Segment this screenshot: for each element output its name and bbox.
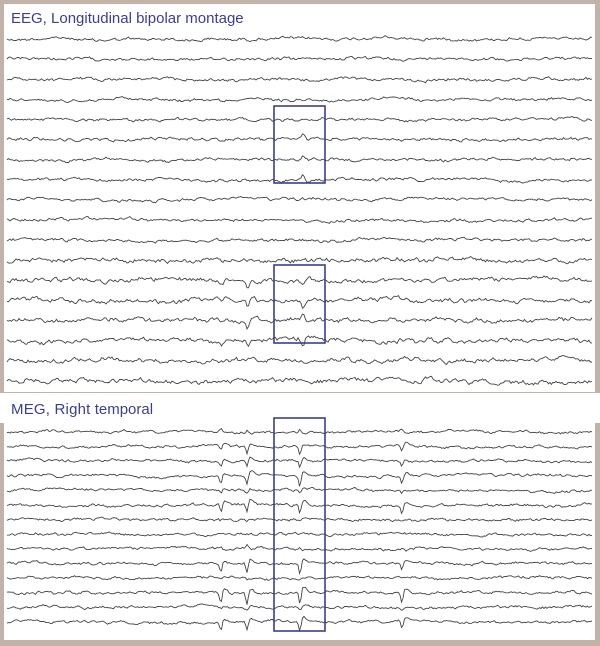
meg-trace — [6, 531, 593, 538]
eeg-trace — [6, 173, 593, 184]
eeg-spike-box-upper — [273, 105, 326, 184]
eeg-trace — [6, 275, 593, 289]
eeg-trace — [6, 116, 593, 123]
meg-trace — [6, 470, 593, 487]
eeg-panel — [4, 4, 595, 392]
eeg-trace — [6, 195, 593, 204]
meg-trace — [6, 486, 593, 495]
meg-trace — [6, 615, 593, 633]
eeg-title: EEG, Longitudinal bipolar montage — [11, 10, 244, 27]
eeg-spike-box-lower — [273, 264, 326, 344]
eeg-trace — [6, 96, 593, 103]
meg-trace — [6, 603, 593, 611]
meg-trace — [6, 498, 593, 515]
meg-trace — [6, 456, 593, 469]
eeg-trace — [6, 216, 593, 224]
meg-trace — [6, 543, 593, 552]
meg-panel — [4, 423, 595, 640]
meg-title: MEG, Right temporal — [11, 401, 153, 418]
meg-title-bold: MEG, Right — [11, 401, 91, 418]
meg-trace — [6, 427, 593, 435]
meg-trace — [6, 575, 593, 581]
meg-trace — [6, 586, 593, 605]
eeg-trace — [6, 35, 593, 43]
meg-trace — [6, 558, 593, 576]
eeg-trace — [6, 55, 593, 62]
eeg-trace — [6, 133, 593, 143]
eeg-trace — [6, 76, 593, 84]
meg-trace — [7, 441, 593, 456]
eeg-trace — [6, 313, 593, 330]
meg-trace — [6, 516, 593, 523]
eeg-trace — [6, 375, 593, 386]
meg-spike-box — [273, 417, 326, 632]
eeg-trace — [6, 236, 593, 244]
eeg-trace — [6, 255, 593, 265]
meg-title-rest: temporal — [90, 401, 154, 418]
eeg-trace — [6, 355, 593, 366]
eeg-trace — [6, 335, 593, 348]
eeg-trace — [6, 155, 593, 164]
eeg-trace — [6, 294, 593, 309]
